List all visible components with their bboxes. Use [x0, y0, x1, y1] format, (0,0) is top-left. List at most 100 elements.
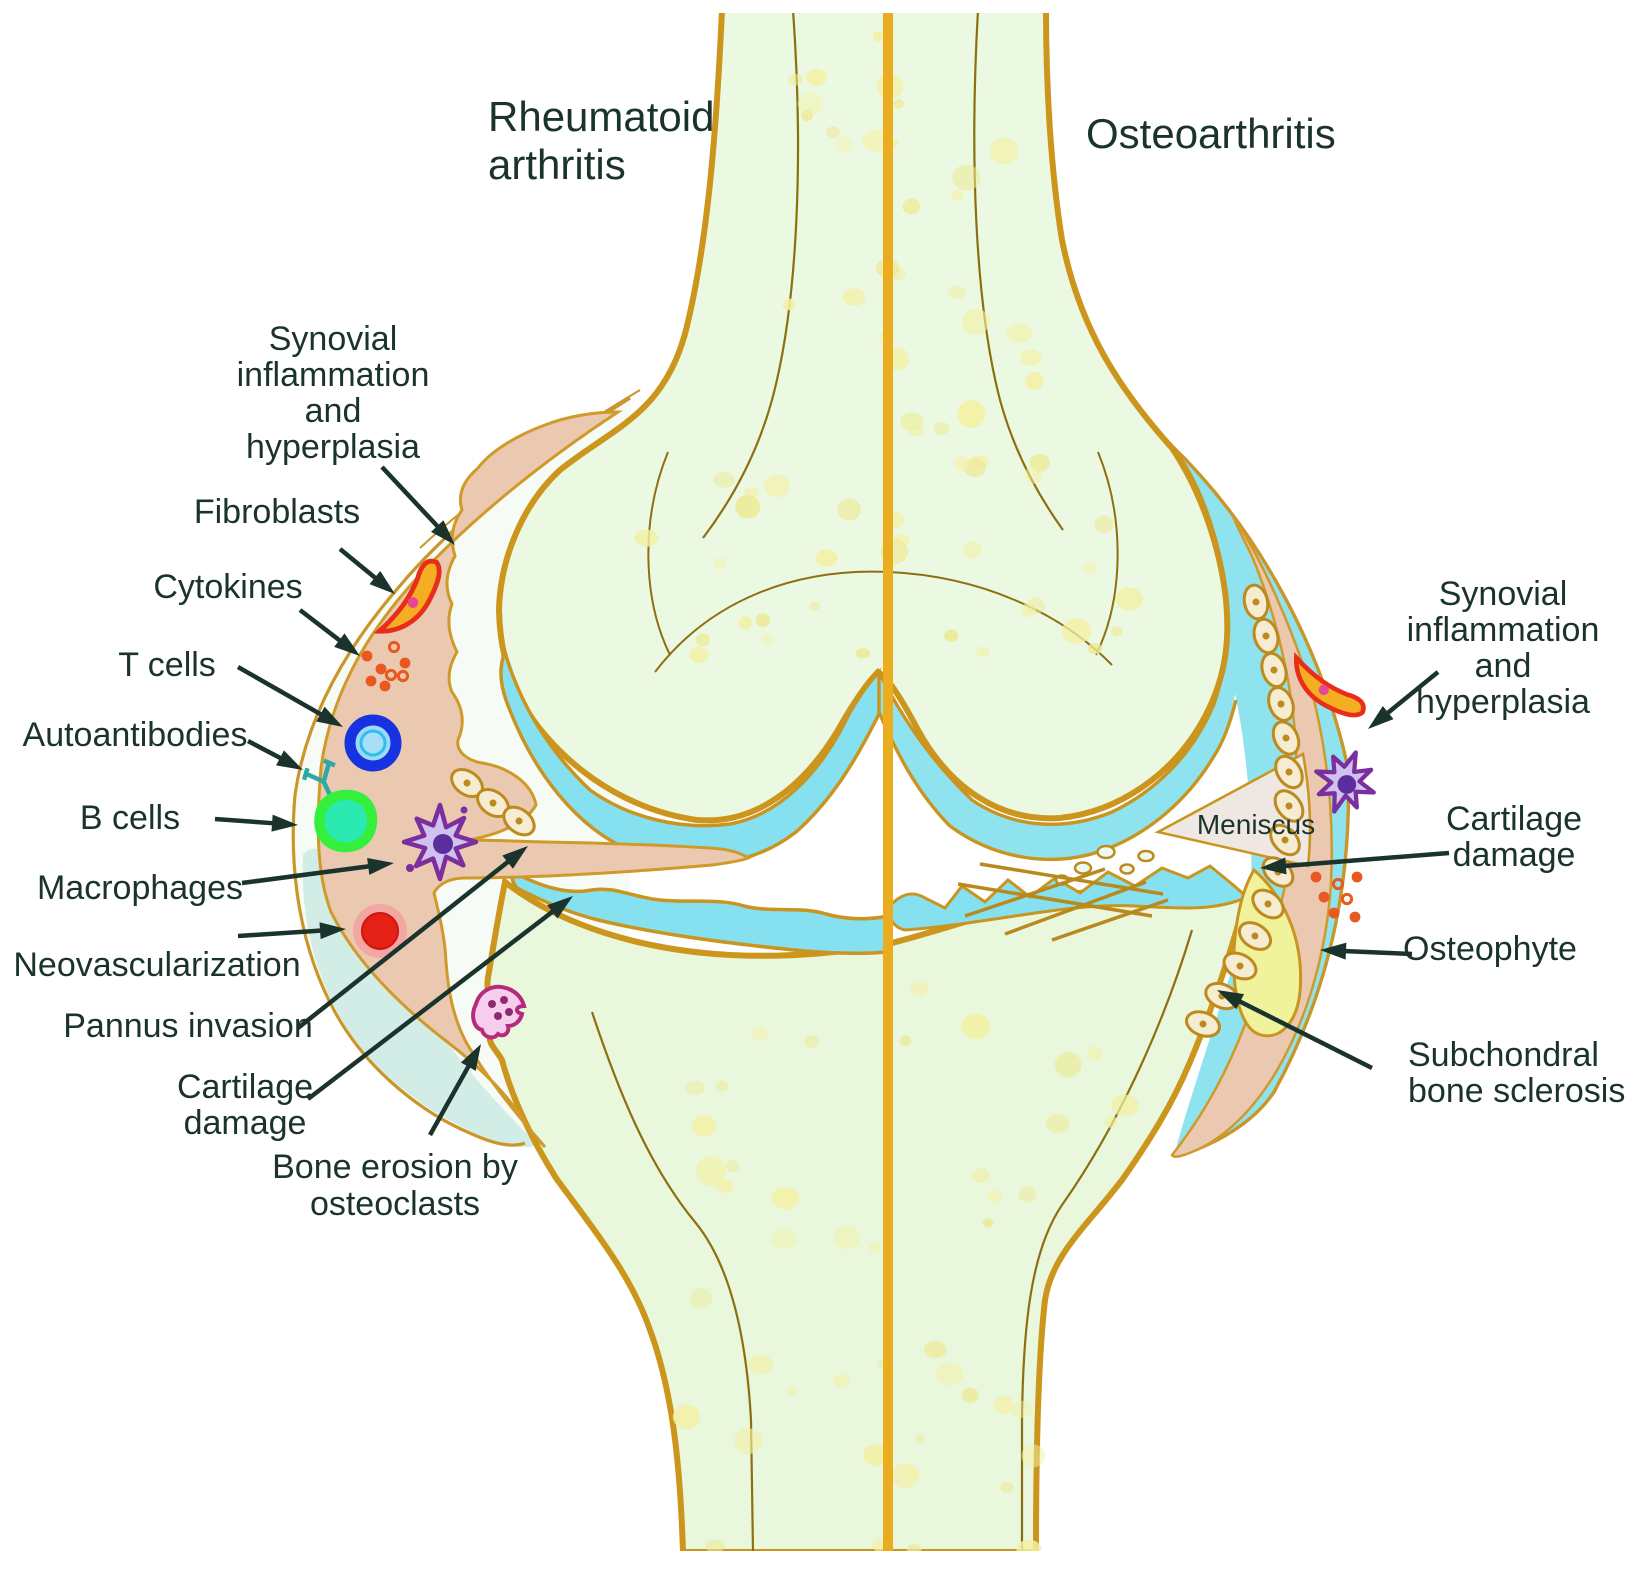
annotation-line: Subchondral — [1408, 1036, 1599, 1074]
cytokine-dot — [379, 680, 391, 692]
bone-speckle — [1000, 1481, 1014, 1493]
femoral-cartilage-left — [499, 646, 881, 867]
annotation-line: damage — [1453, 836, 1576, 874]
cytokine-dot — [365, 675, 377, 687]
synovial-lining-cell-icon — [1222, 951, 1258, 981]
annotation-line: bone sclerosis — [1408, 1072, 1625, 1110]
bone-speckle — [944, 629, 959, 642]
bone-speckle — [863, 1444, 889, 1467]
cytokines-icon — [361, 640, 411, 692]
femur-cortex-line-left — [702, 9, 800, 539]
annotation-arrow-line — [338, 547, 381, 584]
label-b-cells-text: B cells — [80, 799, 180, 837]
cytokine-dot — [1328, 907, 1340, 919]
annotation-line: Synovial — [1439, 575, 1568, 613]
annotation-line: Rheumatoid — [488, 93, 714, 140]
annotation-arrowhead — [431, 520, 455, 545]
bone-speckle — [1018, 1185, 1037, 1203]
femur-condyle-arc-right — [1095, 451, 1119, 656]
bone-speckle — [923, 1341, 947, 1359]
top-cover — [0, 0, 1646, 13]
annotation-line: inflammation — [1407, 611, 1600, 649]
annotation-line: Pannus invasion — [63, 1007, 313, 1045]
bone-speckle — [1024, 466, 1043, 484]
annotation-arrow-line — [1279, 850, 1450, 869]
annotation-line: and — [305, 392, 362, 430]
label-macrophages: Macrophages — [37, 857, 394, 907]
synovial-lining-cell-icon — [1274, 754, 1304, 790]
bone-speckle — [1045, 1113, 1070, 1133]
annotation-line: Osteophyte — [1403, 930, 1577, 968]
annotation-arrow-line — [241, 863, 375, 886]
annotation-arrowhead — [1217, 990, 1245, 1010]
annotation-arrow-line — [298, 608, 346, 646]
macrophage-icon — [1314, 750, 1376, 814]
capsule-arc-right — [1168, 442, 1351, 1158]
femur-cortex-line-right — [973, 9, 1064, 531]
bone-speckle — [1006, 323, 1033, 343]
fibroblast-icon — [373, 558, 442, 634]
synovial-lining-cell-icon — [1271, 720, 1301, 756]
annotation-arrowhead — [547, 896, 573, 919]
bone-speckle — [806, 69, 827, 86]
bone-speckle — [902, 198, 921, 215]
bone-speckle — [976, 646, 990, 657]
cytokine-dot — [387, 640, 401, 654]
bone-speckle — [1087, 643, 1103, 655]
bone-speckle — [715, 1179, 734, 1193]
cytokine-dot — [1349, 911, 1361, 923]
label-pannus-invasion: Pannus invasion — [63, 846, 528, 1045]
bone-speckle — [725, 1160, 739, 1172]
bone-speckle — [963, 541, 982, 560]
annotation-arrowhead — [334, 633, 360, 656]
autoantibody-icon — [301, 758, 336, 798]
bone-speckle — [804, 1035, 819, 1048]
bone-speckle — [1111, 1094, 1139, 1117]
annotation-line: Fibroblasts — [194, 493, 360, 531]
synovial-lining-cell-icon — [1267, 686, 1295, 722]
bone-speckle — [713, 471, 736, 488]
annotation-arrowhead — [316, 706, 343, 727]
bone-speckle — [1020, 349, 1042, 367]
bone-speckle — [872, 31, 884, 42]
label-fibroblasts-text: Fibroblasts — [194, 493, 360, 531]
bone-speckle — [1104, 1115, 1117, 1128]
bone-speckle — [993, 1396, 1014, 1414]
bone-speckle — [990, 137, 1018, 165]
bone-speckle — [695, 1156, 726, 1186]
annotation-line: inflammation — [237, 356, 430, 394]
bone-speckle — [786, 1386, 798, 1396]
annotation-arrow-line — [296, 856, 514, 1030]
cytokine-dot — [399, 657, 411, 669]
bone-speckle — [771, 1187, 800, 1210]
annotation-line: Autoantibodies — [23, 716, 248, 754]
bone-speckle — [705, 1539, 725, 1554]
tibial-cartilage-right-damaged — [886, 864, 1250, 932]
bone-speckle — [982, 1218, 994, 1228]
cytokine-dot — [384, 668, 398, 682]
sclerosis-hatch — [957, 862, 1169, 942]
bone-speckle — [935, 1362, 964, 1386]
bottom-cover — [0, 1551, 1646, 1584]
bone-speckle — [771, 1228, 797, 1250]
annotation-line: arthritis — [488, 141, 626, 188]
annotation-arrow-line — [380, 465, 443, 532]
t-cell-icon — [344, 714, 402, 772]
fibroblast-icon — [1294, 652, 1366, 718]
annotation-line: Meniscus — [1197, 809, 1315, 840]
annotation-line: Synovial — [269, 320, 398, 358]
cartilage-outer-boundary-right — [877, 699, 1238, 861]
annotation-arrowhead — [369, 570, 395, 594]
bone-speckle — [893, 98, 904, 109]
